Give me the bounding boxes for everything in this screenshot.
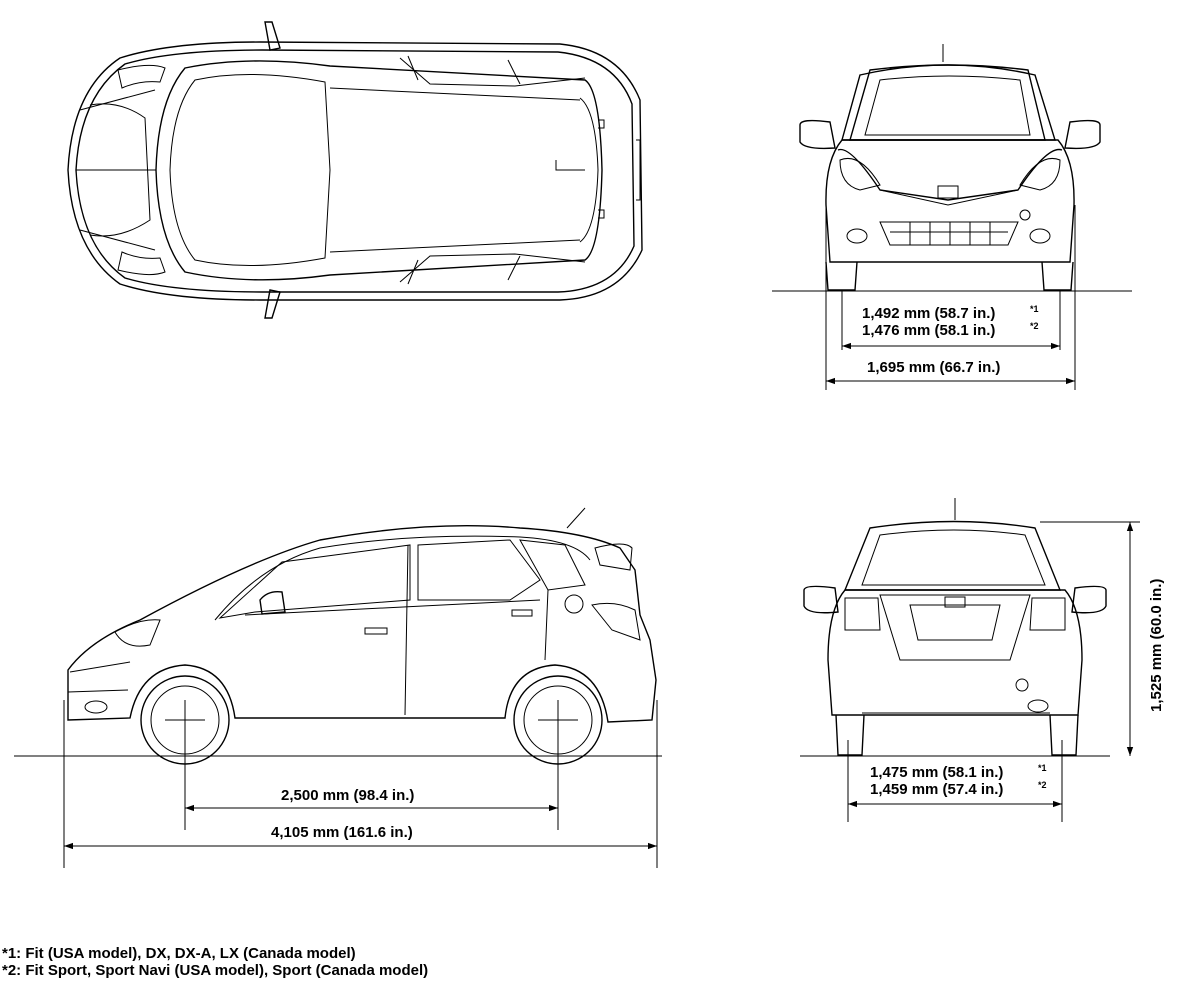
width-label: 1,695 mm (66.7 in.)	[867, 359, 1000, 376]
top-view-drawing	[67, 21, 643, 319]
rear-track-mark-2: *2	[1038, 780, 1047, 790]
front-track-label-1: 1,492 mm (58.7 in.)	[862, 305, 995, 322]
length-label: 4,105 mm (161.6 in.)	[271, 824, 413, 841]
rear-track-label-1: 1,475 mm (58.1 in.)	[870, 764, 1003, 781]
rear-track-mark-1: *1	[1038, 763, 1047, 773]
front-track-label-2: 1,476 mm (58.1 in.)	[862, 322, 995, 339]
dimension-arrows	[64, 342, 1134, 850]
front-track-mark-1: *1	[1030, 304, 1039, 314]
side-view-drawing	[14, 507, 662, 868]
footnote-2: *2: Fit Sport, Sport Navi (USA model), S…	[2, 962, 429, 979]
front-view-drawing	[772, 44, 1132, 390]
footnote-1: *1: Fit (USA model), DX, DX-A, LX (Canad…	[2, 945, 356, 962]
height-label: 1,525 mm (60.0 in.)	[1148, 579, 1165, 712]
rear-view-drawing	[800, 498, 1140, 822]
wheelbase-label: 2,500 mm (98.4 in.)	[281, 787, 414, 804]
front-track-mark-2: *2	[1030, 321, 1039, 331]
rear-track-label-2: 1,459 mm (57.4 in.)	[870, 781, 1003, 798]
